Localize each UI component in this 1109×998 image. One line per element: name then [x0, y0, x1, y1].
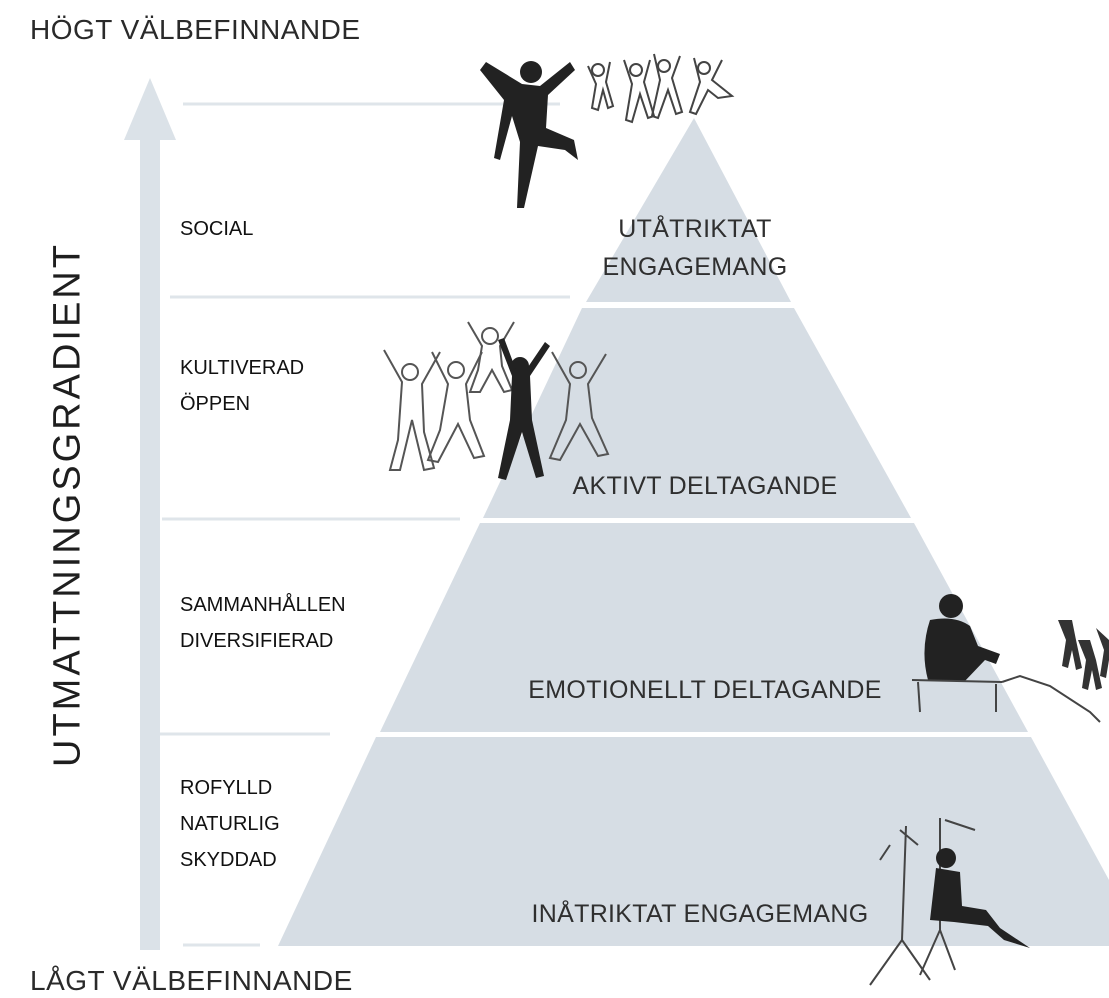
level-dividers: [160, 102, 570, 947]
pyramid: [278, 118, 1109, 946]
jumping-figure-dark-icon: [480, 61, 578, 208]
seated-group-illustration: [911, 594, 1109, 723]
tier-outward-engagement: [586, 118, 791, 302]
tier-active-participation: [483, 308, 911, 518]
level-qualities-emotional: SAMMANHÅLLEN DIVERSIFIERAD: [180, 592, 346, 664]
tier-label-line: ENGAGEMANG: [602, 253, 788, 281]
jumping-figures-light-icon: [587, 53, 735, 124]
tier-label-line: AKTIVT DELTAGANDE: [572, 472, 838, 500]
tier-inward-engagement: [278, 737, 1109, 946]
level-qualities-active: KULTIVERAD ÖPPEN: [180, 355, 304, 427]
jumping-figures-illustration: [480, 53, 735, 208]
high-wellbeing-label: HÖGT VÄLBEFINNANDE: [30, 14, 361, 45]
quality-item: SAMMANHÅLLEN: [180, 594, 346, 616]
tier-label-line: INÅTRIKTAT ENGAGEMANG: [531, 900, 869, 928]
quality-item: ÖPPEN: [180, 393, 251, 415]
dancing-figure-dark-icon: [498, 338, 550, 480]
tier-emotional-participation: [380, 523, 1028, 732]
level-qualities-social: SOCIAL: [180, 216, 253, 252]
dancing-figures-illustration: [383, 321, 610, 480]
seated-person-icon: [924, 594, 1000, 682]
quality-item: KULTIVERAD: [180, 357, 305, 379]
tier-label-active-participation: AKTIVT DELTAGANDE: [560, 472, 850, 501]
tier-label-line: UTÅTRIKTAT: [618, 215, 772, 243]
gradient-arrow: [124, 78, 176, 950]
quality-item: NATURLIG: [180, 813, 280, 835]
low-wellbeing-label: LÅGT VÄLBEFINNANDE: [30, 965, 353, 996]
tier-label-line: EMOTIONELLT DELTAGANDE: [528, 676, 882, 704]
seated-reader-icon: [930, 848, 1030, 948]
tier-label-outward-engagement: UTÅTRIKTAT ENGAGEMANG: [590, 210, 800, 286]
exhaustion-gradient-label: UTMATTNINGSGRADIENT: [46, 242, 89, 767]
quality-item: ROFYLLD: [180, 777, 273, 799]
quality-item: DIVERSIFIERAD: [180, 630, 334, 652]
quality-item: SKYDDAD: [180, 849, 277, 871]
dancing-figures-light-icon: [383, 321, 610, 472]
level-qualities-inward: ROFYLLD NATURLIG SKYDDAD: [180, 775, 280, 883]
tier-label-emotional-participation: EMOTIONELLT DELTAGANDE: [520, 676, 890, 705]
tier-label-inward-engagement: INÅTRIKTAT ENGAGEMANG: [520, 900, 880, 929]
quality-item: SOCIAL: [180, 218, 254, 240]
resting-person-illustration: [869, 818, 1030, 986]
distant-figures-icon: [1058, 620, 1109, 690]
bench-icon: [911, 674, 1101, 723]
